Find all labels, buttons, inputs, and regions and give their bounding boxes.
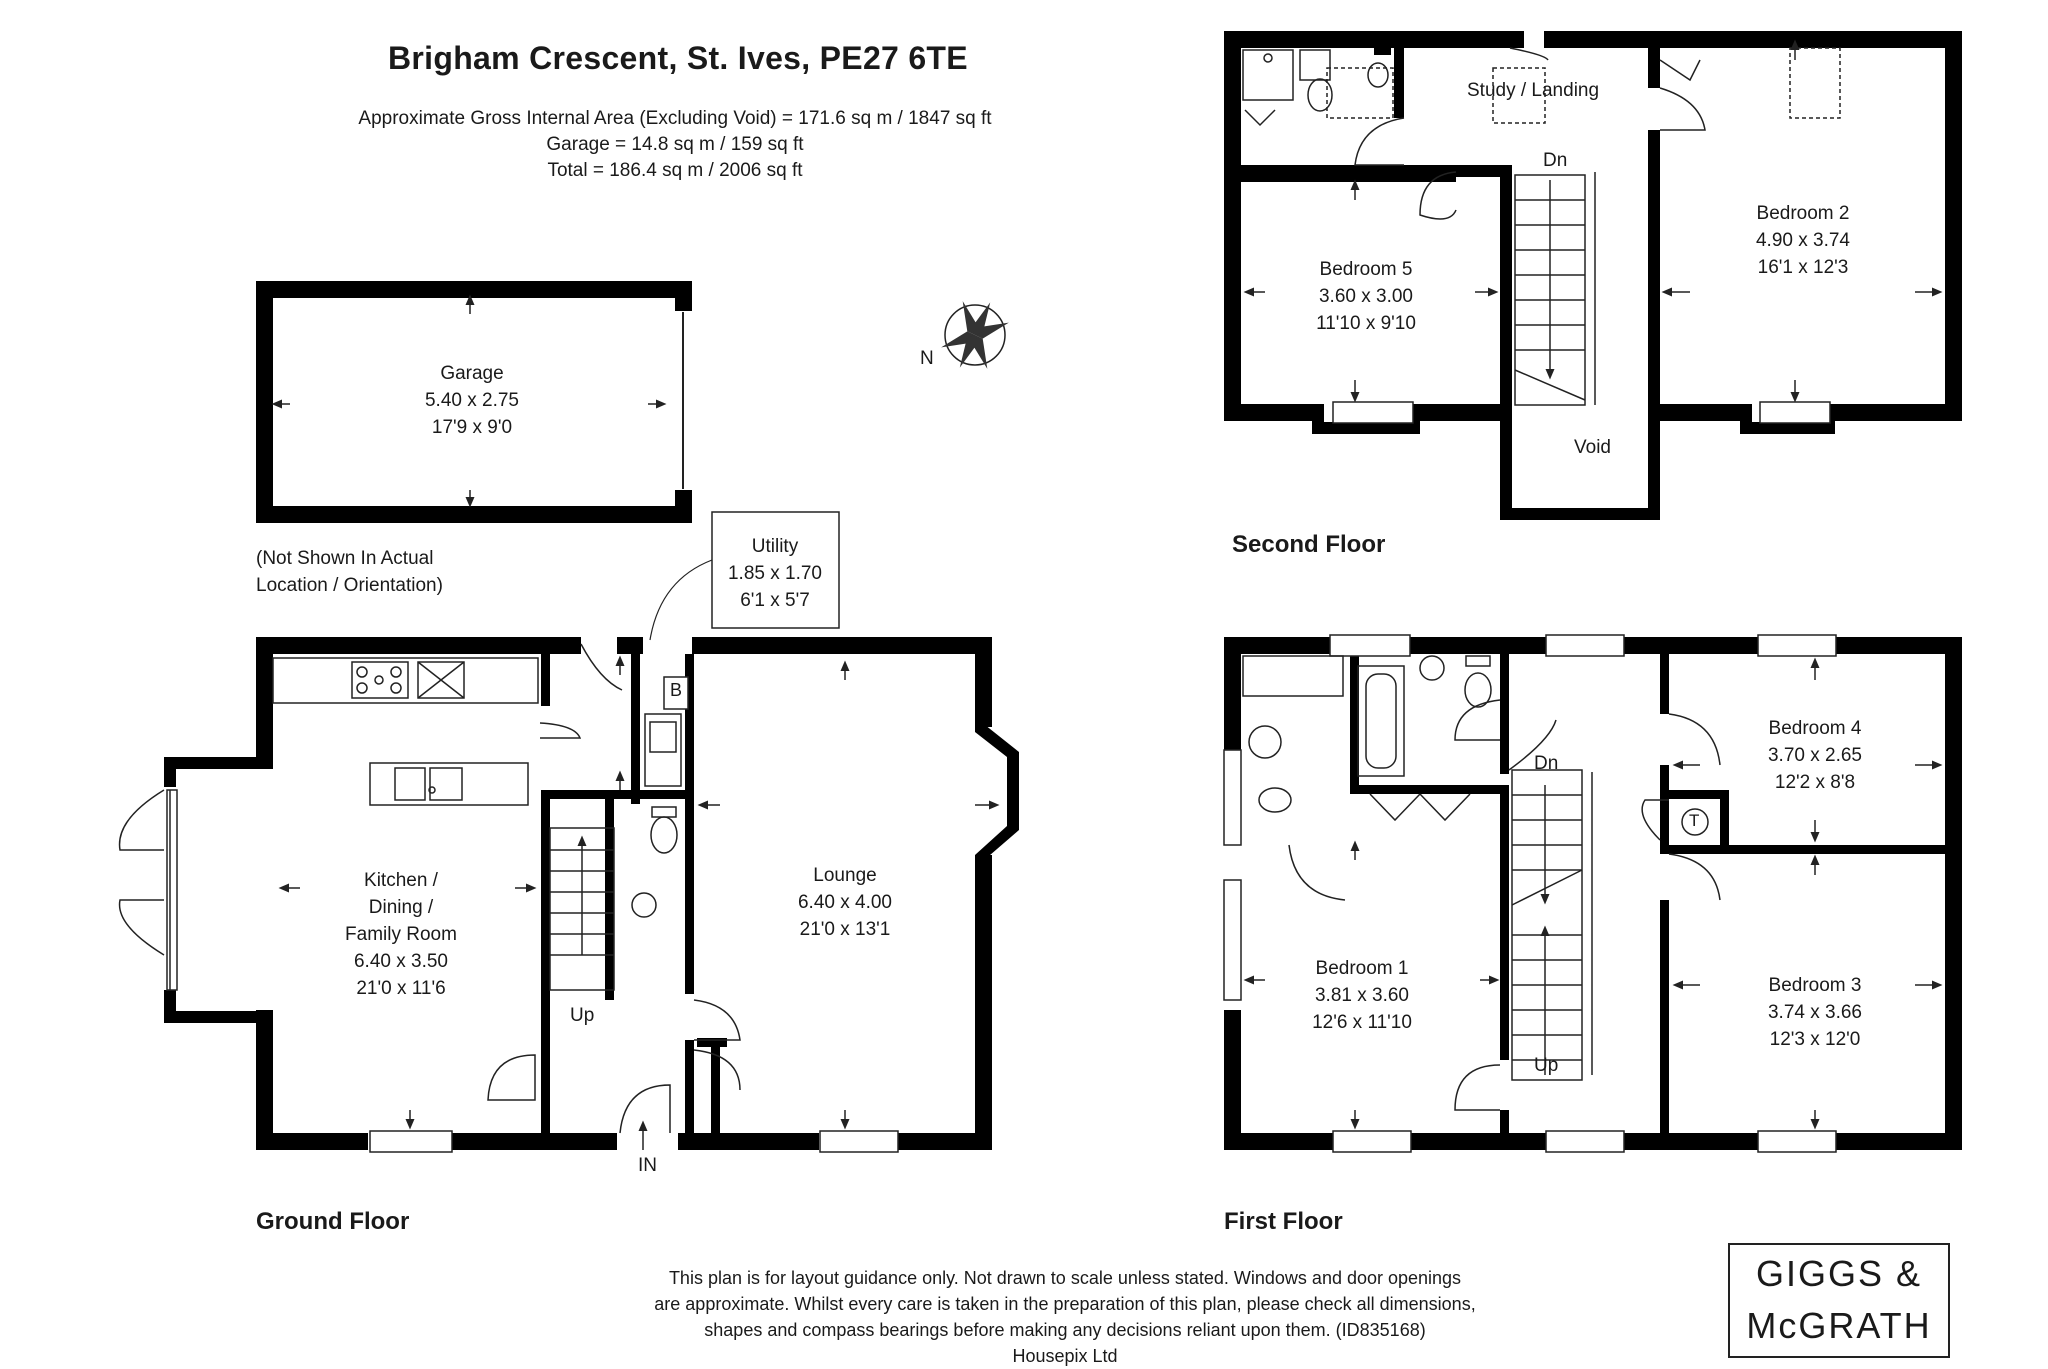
first-floor-label: First Floor <box>1224 1208 1343 1235</box>
bedroom1-metric: 3.81 x 3.60 <box>1314 985 1410 1006</box>
disclaimer-line3: shapes and compass bearings before makin… <box>704 1320 1426 1340</box>
room-kitchen: Kitchen / Dining / Family Room 6.40 x 3.… <box>345 867 457 1002</box>
second-stairs-dn: Dn <box>1543 150 1568 171</box>
disclaimer-line2: are approximate. Whilst every care is ta… <box>654 1294 1476 1314</box>
bedroom2-imperial: 16'1 x 12'3 <box>1757 257 1849 278</box>
bedroom3-name: Bedroom 3 <box>1768 975 1862 996</box>
garage-location-note: (Not Shown In Actual Location / Orientat… <box>256 545 443 599</box>
void-label: Void <box>1574 437 1611 458</box>
giggs-mcgrath-logo: GIGGS & McGRATH <box>1728 1243 1950 1358</box>
bedroom5-imperial: 11'10 x 9'10 <box>1316 313 1416 334</box>
area-summary: Approximate Gross Internal Area (Excludi… <box>340 106 1010 184</box>
study-landing-label: Study / Landing <box>1467 80 1600 101</box>
garage-note-line1: (Not Shown In Actual <box>256 548 434 569</box>
first-floor-fixtures <box>1223 634 1943 1153</box>
utility-imperial: 6'1 x 5'7 <box>740 590 810 611</box>
boiler-label: B <box>670 680 683 700</box>
disclaimer-line1: This plan is for layout guidance only. N… <box>668 1268 1462 1288</box>
second-floor-walls <box>1224 31 1962 520</box>
first-stairs-dn: Dn <box>1534 753 1559 774</box>
utility-name: Utility <box>751 536 799 557</box>
bedroom1-imperial: 12'6 x 11'10 <box>1312 1012 1412 1033</box>
garage-metric: 5.40 x 2.75 <box>424 390 520 411</box>
ground-stairs-up: Up <box>570 1005 595 1026</box>
bedroom5-name: Bedroom 5 <box>1319 259 1413 280</box>
room-bedroom-5: Bedroom 5 3.60 x 3.00 11'10 x 9'10 <box>1316 256 1416 337</box>
garage-note-line2: Location / Orientation) <box>256 575 443 596</box>
bedroom1-name: Bedroom 1 <box>1315 958 1409 979</box>
logo-line1: GIGGS & <box>1755 1253 1923 1294</box>
disclaimer-line4: Housepix Ltd <box>1012 1346 1118 1366</box>
first-stairs-up: Up <box>1534 1055 1559 1076</box>
lounge-name: Lounge <box>813 865 877 886</box>
bedroom3-imperial: 12'3 x 12'0 <box>1769 1029 1861 1050</box>
bedroom2-metric: 4.90 x 3.74 <box>1755 230 1851 251</box>
entrance-label: IN <box>638 1155 657 1176</box>
lounge-imperial: 21'0 x 13'1 <box>799 919 891 940</box>
garage-walls <box>256 281 692 523</box>
bedroom3-metric: 3.74 x 3.66 <box>1767 1002 1863 1023</box>
area-total: Total = 186.4 sq m / 2006 sq ft <box>547 160 803 181</box>
bedroom4-metric: 3.70 x 2.65 <box>1767 745 1863 766</box>
plan-title: Brigham Crescent, St. Ives, PE27 6TE <box>388 40 968 76</box>
ground-floor-label: Ground Floor <box>256 1208 410 1235</box>
second-floor-fixtures <box>1242 39 1943 424</box>
kitchen-metric: 6.40 x 3.50 <box>353 951 449 972</box>
utility-callout-box <box>711 511 840 629</box>
kitchen-line1: Kitchen / <box>364 870 438 891</box>
lounge-metric: 6.40 x 4.00 <box>797 892 893 913</box>
garage-imperial: 17'9 x 9'0 <box>431 417 513 438</box>
compass-icon <box>941 301 1009 369</box>
ground-floor-fixtures <box>118 643 1000 1153</box>
room-garage: Garage 5.40 x 2.75 17'9 x 9'0 <box>425 360 519 441</box>
bedroom4-imperial: 12'2 x 8'8 <box>1774 772 1856 793</box>
logo-line2: McGRATH <box>1746 1305 1932 1346</box>
area-gross: Approximate Gross Internal Area (Excludi… <box>358 108 992 129</box>
second-floor-label: Second Floor <box>1232 531 1386 558</box>
kitchen-imperial: 21'0 x 11'6 <box>356 978 446 999</box>
room-bedroom-3: Bedroom 3 3.74 x 3.66 12'3 x 12'0 <box>1768 972 1862 1053</box>
bedroom4-name: Bedroom 4 <box>1768 718 1862 739</box>
room-bedroom-1: Bedroom 1 3.81 x 3.60 12'6 x 11'10 <box>1312 955 1412 1036</box>
area-garage: Garage = 14.8 sq m / 159 sq ft <box>546 134 804 155</box>
compass-north-label: N <box>920 348 934 369</box>
room-lounge: Lounge 6.40 x 4.00 21'0 x 13'1 <box>798 862 892 943</box>
tank-label: T <box>1689 811 1700 830</box>
utility-metric: 1.85 x 1.70 <box>727 563 823 584</box>
bedroom5-metric: 3.60 x 3.00 <box>1318 286 1414 307</box>
kitchen-line2: Dining / <box>368 897 434 918</box>
room-bedroom-4: Bedroom 4 3.70 x 2.65 12'2 x 8'8 <box>1768 715 1862 796</box>
kitchen-line3: Family Room <box>345 924 457 945</box>
ground-floor-walls <box>164 637 1019 1150</box>
room-bedroom-2: Bedroom 2 4.90 x 3.74 16'1 x 12'3 <box>1756 200 1850 281</box>
garage-name: Garage <box>440 363 504 384</box>
first-floor-walls <box>1224 637 1962 1150</box>
bedroom2-name: Bedroom 2 <box>1756 203 1850 224</box>
disclaimer: This plan is for layout guidance only. N… <box>600 1265 1530 1369</box>
room-utility: Utility 1.85 x 1.70 6'1 x 5'7 <box>728 533 822 614</box>
